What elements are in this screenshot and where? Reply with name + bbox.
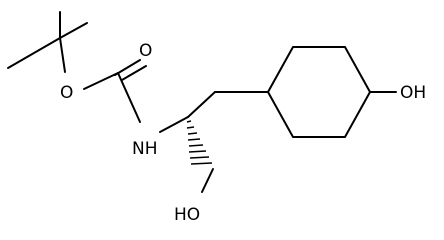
structure-canvas: O O NH OH HO bbox=[7, 11, 427, 225]
bond-chiral-to-methylene bbox=[187, 91, 216, 118]
bond-tbu-to-ester-oxygen bbox=[59, 37, 66, 73]
cyclohexane-ring bbox=[266, 46, 372, 138]
ester-oxygen-label: O bbox=[60, 83, 73, 103]
chain-hydroxyl-label: HO bbox=[174, 205, 200, 225]
ring-hydroxyl-label: OH bbox=[400, 83, 426, 103]
bond-ester-oxygen-to-carbonyl bbox=[83, 72, 119, 90]
bond-nitrogen-to-chiral-carbon bbox=[159, 116, 189, 133]
bond-tbu-methyl-right bbox=[59, 22, 88, 39]
bond-tbu-methyl-left bbox=[7, 37, 61, 69]
bond-carbonyl-to-nitrogen bbox=[117, 72, 141, 123]
bond-hydroxymethyl-to-oxygen bbox=[201, 168, 214, 193]
bond-carbonyl-double-b bbox=[121, 65, 147, 81]
amide-nitrogen-label: NH bbox=[132, 139, 158, 159]
molecule-drawing: O O NH OH HO bbox=[7, 11, 426, 225]
carbonyl-oxygen-label: O bbox=[139, 41, 152, 61]
hashed-wedge-bond bbox=[186, 120, 213, 165]
bond-carbonyl-double-a bbox=[114, 59, 141, 76]
